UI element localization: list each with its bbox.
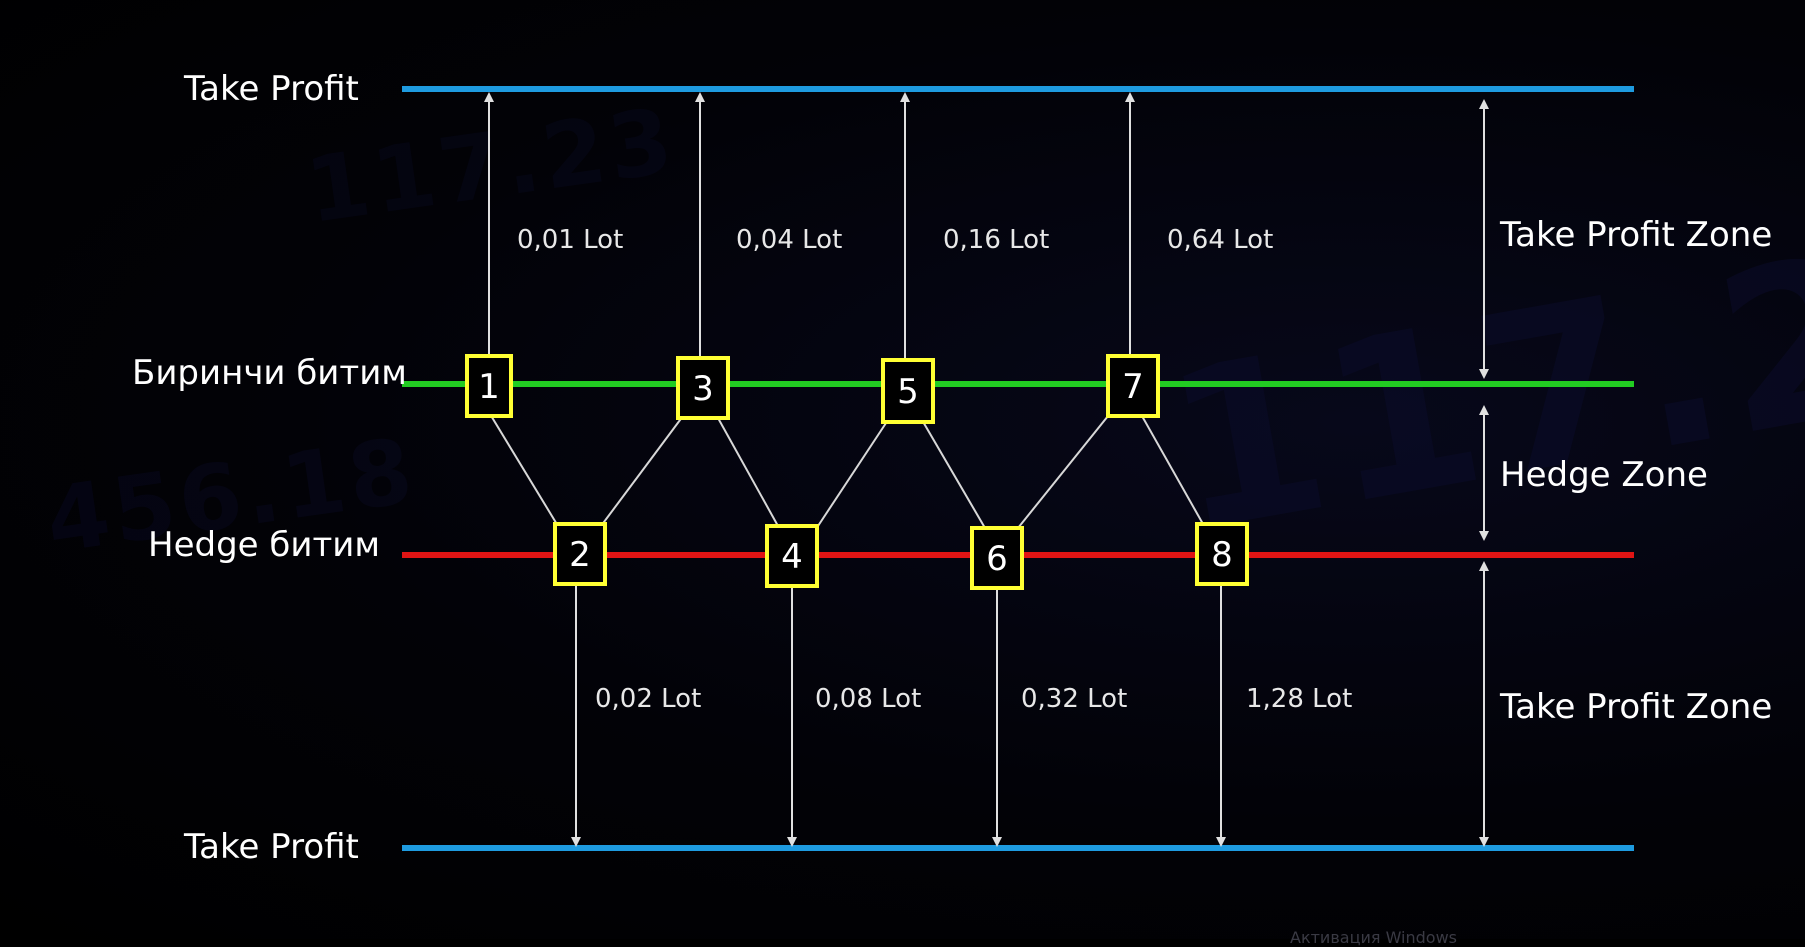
node-number: 1 bbox=[478, 367, 500, 407]
take-profit-zone-bottom-label: Take Profit Zone bbox=[1500, 687, 1773, 727]
lot-label-5: 0,16 Lot bbox=[943, 225, 1050, 255]
node-number: 3 bbox=[692, 369, 714, 409]
node-number: 2 bbox=[569, 535, 591, 575]
hedge-zone-label: Hedge Zone bbox=[1500, 455, 1708, 495]
trade-node-5: 5 bbox=[881, 358, 935, 424]
lot-label-8: 1,28 Lot bbox=[1246, 684, 1353, 714]
node-number: 6 bbox=[986, 539, 1008, 579]
lot-label-3: 0,04 Lot bbox=[736, 225, 843, 255]
windows-activation-watermark: Активация Windows bbox=[1290, 928, 1457, 947]
trade-node-4: 4 bbox=[765, 524, 819, 588]
take-profit-up-arrows bbox=[484, 92, 1135, 360]
connector bbox=[600, 415, 684, 527]
connector bbox=[717, 417, 779, 527]
lot-label-1: 0,01 Lot bbox=[517, 225, 624, 255]
first-trade-nodes: 1 3 5 7 bbox=[465, 354, 1160, 424]
trade-node-8: 8 bbox=[1195, 522, 1249, 586]
hedge-trade-nodes: 2 4 6 8 bbox=[553, 522, 1249, 590]
trade-node-2: 2 bbox=[553, 522, 607, 586]
trade-node-6: 6 bbox=[970, 526, 1024, 590]
node-number: 7 bbox=[1122, 367, 1144, 407]
first-trade-label: Биринчи битим bbox=[132, 353, 407, 393]
lot-label-2: 0,02 Lot bbox=[595, 684, 702, 714]
lot-label-4: 0,08 Lot bbox=[815, 684, 922, 714]
lot-label-6: 0,32 Lot bbox=[1021, 684, 1128, 714]
trade-node-1: 1 bbox=[465, 354, 513, 418]
zigzag-connectors bbox=[489, 413, 1204, 529]
trade-node-7: 7 bbox=[1106, 354, 1160, 418]
node-number: 5 bbox=[897, 372, 919, 412]
connector bbox=[817, 419, 889, 527]
connector bbox=[1017, 415, 1109, 529]
take-profit-zone-top-label: Take Profit Zone bbox=[1500, 215, 1773, 255]
connector bbox=[489, 413, 559, 527]
node-number: 8 bbox=[1211, 535, 1233, 575]
connector bbox=[1141, 415, 1204, 525]
node-number: 4 bbox=[781, 537, 803, 577]
take-profit-top-label: Take Profit bbox=[184, 69, 359, 109]
connector bbox=[921, 419, 986, 529]
trade-node-3: 3 bbox=[676, 356, 730, 420]
take-profit-down-arrows bbox=[571, 584, 1226, 847]
take-profit-bottom-label: Take Profit bbox=[184, 827, 359, 867]
lot-label-7: 0,64 Lot bbox=[1167, 225, 1274, 255]
hedge-trade-label: Hedge битим bbox=[148, 525, 380, 565]
